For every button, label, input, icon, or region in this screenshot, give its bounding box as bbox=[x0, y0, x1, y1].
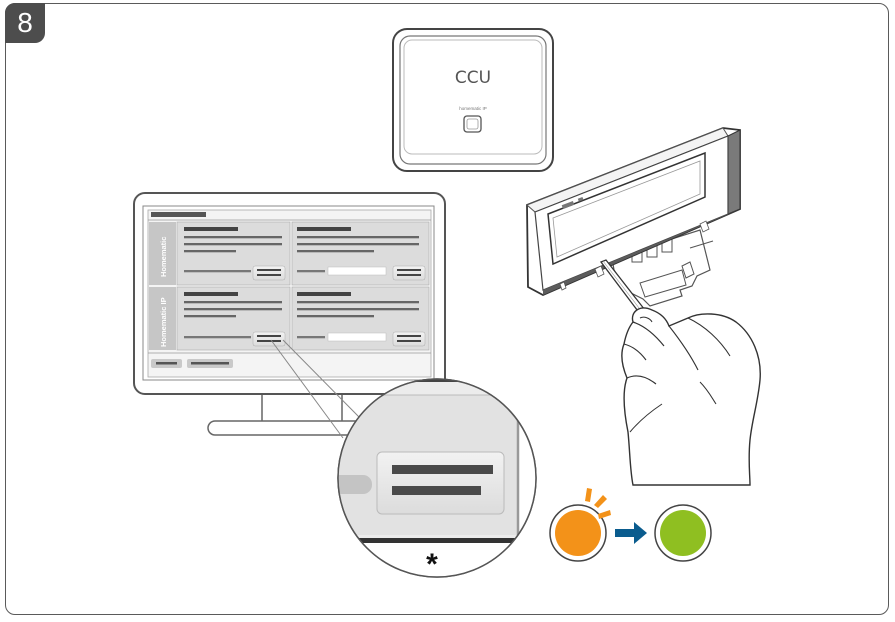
arrow-right-icon bbox=[615, 522, 647, 544]
footnote-asterisk: * bbox=[426, 548, 438, 581]
led-green-icon bbox=[654, 504, 712, 562]
step-number-badge: 8 bbox=[5, 3, 45, 43]
ccu-brand-logo: homematic IP bbox=[459, 106, 487, 111]
device-card-4 bbox=[291, 286, 430, 351]
ccu-button bbox=[463, 115, 482, 133]
sidebar-tab-homematic bbox=[149, 222, 176, 285]
monitor-stand-neck bbox=[261, 393, 343, 423]
sidebar-tab-homematic-ip bbox=[149, 287, 176, 350]
confirm-button-zoomed bbox=[376, 451, 505, 515]
device-card-3 bbox=[176, 286, 291, 351]
sidebar-label-homematic: Homematic bbox=[159, 237, 168, 277]
wall-device bbox=[526, 127, 741, 307]
magnifier-callout: * bbox=[270, 339, 537, 581]
sidebar-label-homematic-ip: Homematic IP bbox=[159, 297, 168, 347]
led-status-indicator bbox=[549, 488, 712, 562]
hand-with-pin-icon bbox=[599, 259, 761, 486]
ccu-device: CCU homematic IP bbox=[392, 28, 554, 172]
ccu-label: CCU bbox=[455, 68, 491, 88]
device-card-2 bbox=[291, 221, 430, 286]
led-orange-blinking-icon bbox=[549, 488, 611, 562]
device-card-1 bbox=[176, 221, 291, 286]
